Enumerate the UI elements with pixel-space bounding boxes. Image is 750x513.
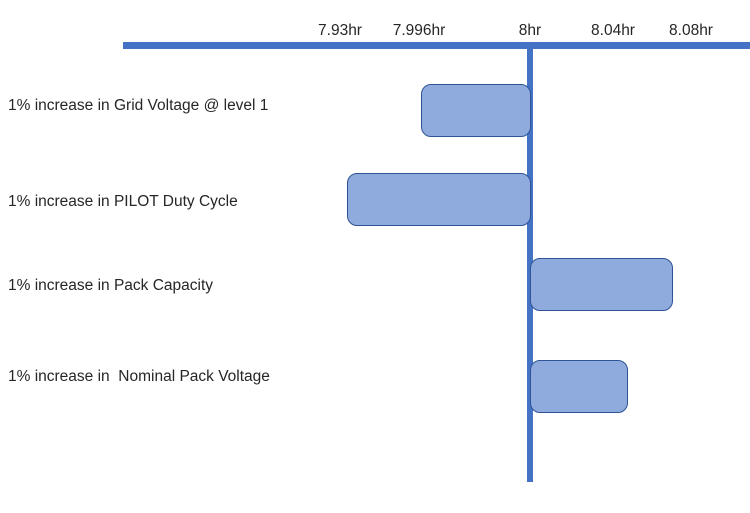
- axis-tick-label-2: 8hr: [518, 22, 542, 39]
- axis-tick-label-3: 8.04hr: [591, 22, 635, 39]
- category-label-grid-voltage: 1% increase in Grid Voltage @ level 1: [8, 97, 269, 114]
- category-label-pilot-duty-cycle: 1% increase in PILOT Duty Cycle: [8, 193, 238, 210]
- category-label-nominal-pack-voltage: 1% increase in Nominal Pack Voltage: [8, 368, 270, 385]
- chart-top-axis-line: [123, 42, 750, 49]
- bar-pack-capacity: [530, 258, 673, 311]
- axis-tick-label-0: 7.93hr: [318, 22, 362, 39]
- bar-grid-voltage: [421, 84, 531, 137]
- axis-tick-label-1: 7.996hr: [392, 22, 446, 39]
- bar-pilot-duty-cycle: [347, 173, 531, 226]
- chart-baseline-axis-line: [527, 42, 533, 482]
- bar-nominal-pack-voltage: [530, 360, 628, 413]
- category-label-pack-capacity: 1% increase in Pack Capacity: [8, 277, 214, 294]
- axis-tick-label-4: 8.08hr: [669, 22, 713, 39]
